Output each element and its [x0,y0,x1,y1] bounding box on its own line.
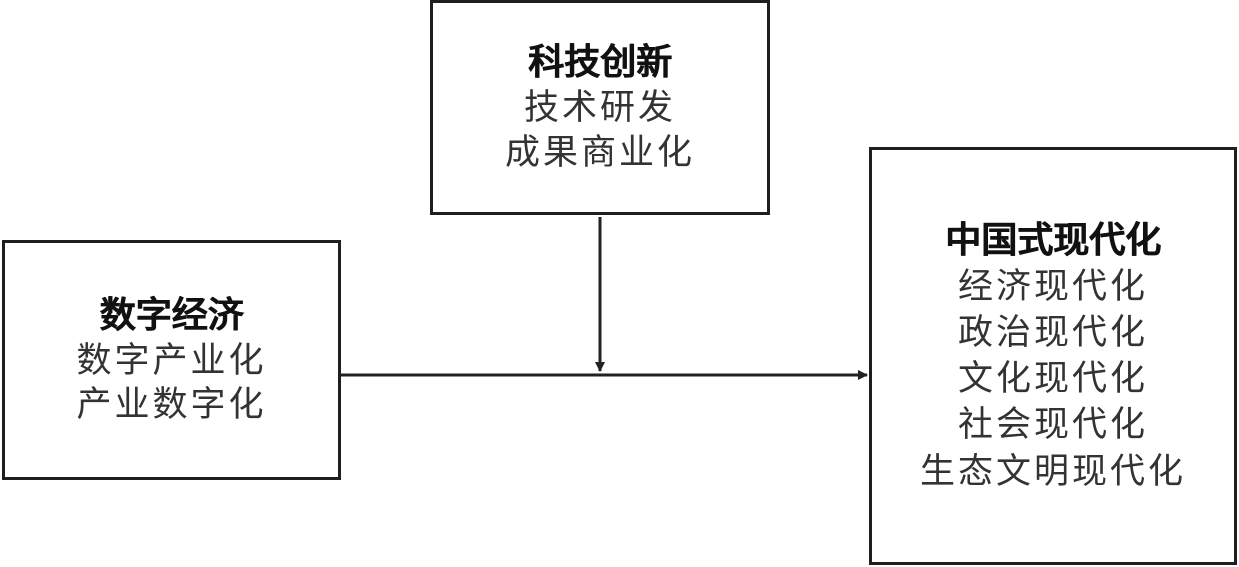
digital-economy-item-industrialization: 数字产业化 [76,340,267,381]
digital-economy-title: 数字经济 [99,293,244,336]
modernization-item-politics: 政治现代化 [957,313,1148,354]
chinese-modernization-box: 中国式现代化 经济现代化 政治现代化 文化现代化 社会现代化 生态文明现代化 [869,147,1237,565]
tech-innovation-item-rd: 技术研发 [523,88,676,129]
modernization-item-ecology: 生态文明现代化 [919,451,1186,492]
digital-economy-box: 数字经济 数字产业化 产业数字化 [2,240,341,480]
modernization-item-society: 社会现代化 [957,405,1148,446]
tech-innovation-item-commercialization: 成果商业化 [504,132,695,173]
tech-innovation-title: 科技创新 [527,41,672,84]
modernization-item-culture: 文化现代化 [957,359,1148,400]
chinese-modernization-title: 中国式现代化 [944,219,1161,262]
modernization-item-economy: 经济现代化 [957,266,1148,307]
digital-economy-item-digitalization: 产业数字化 [76,385,267,426]
tech-innovation-box: 科技创新 技术研发 成果商业化 [430,0,770,215]
